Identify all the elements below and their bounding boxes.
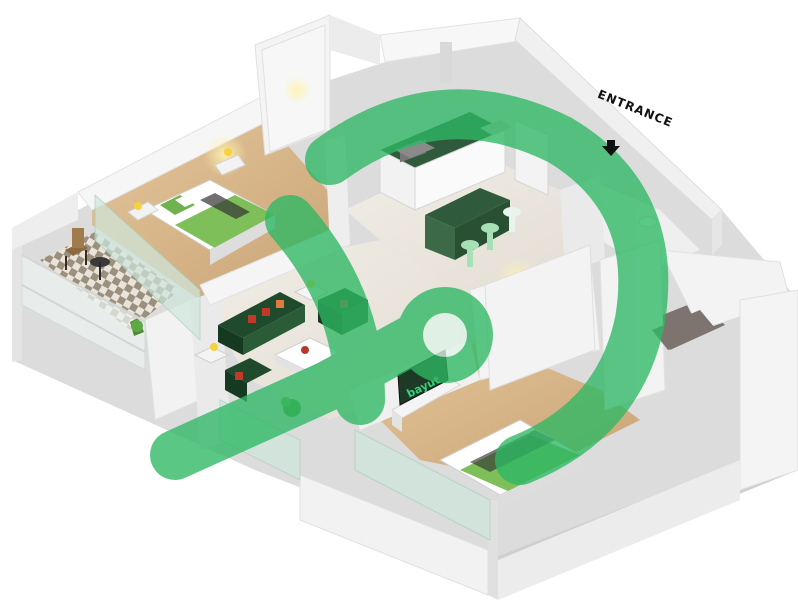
entrance-arrow-icon (602, 140, 620, 156)
shower (440, 42, 452, 82)
closet (652, 310, 715, 350)
balcony-chair (65, 228, 88, 270)
balcony (21, 228, 146, 353)
side-table-2 (193, 343, 230, 364)
outer-walls (12, 14, 798, 600)
balcony-floor (40, 232, 180, 330)
balcony-railing (21, 254, 146, 353)
glass-partitions (21, 193, 491, 541)
bar-stool-2 (481, 223, 499, 250)
bed-1 (143, 179, 277, 265)
cooktop (395, 140, 435, 158)
living-room: bayut (193, 280, 461, 432)
nightstand-1b (214, 148, 246, 176)
armchair-2 (225, 358, 272, 402)
balcony-plant (130, 318, 144, 336)
bayut-logo-watermark (150, 89, 669, 485)
sofa (218, 292, 305, 355)
bar-stool-3 (503, 207, 521, 232)
wardrobe-1 (261, 24, 326, 153)
bedroom-1 (127, 24, 326, 265)
bar-stool-1 (461, 240, 479, 267)
nightstand-1a (127, 201, 159, 221)
balcony-side-table (90, 257, 110, 280)
